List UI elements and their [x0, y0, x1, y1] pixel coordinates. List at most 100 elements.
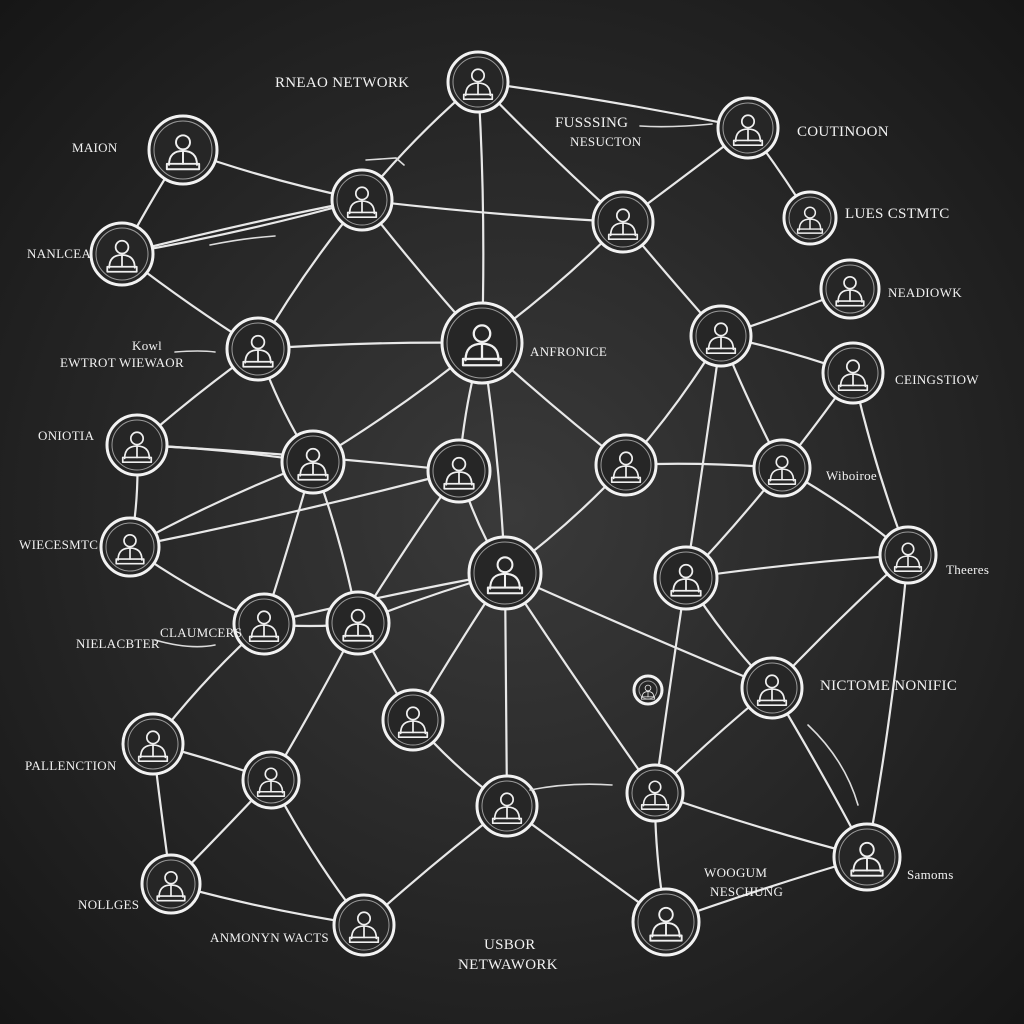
- node-inner-ring: [597, 196, 649, 248]
- node-inner-ring: [788, 196, 832, 240]
- node-inner-ring: [146, 859, 196, 909]
- person-node: [241, 750, 301, 810]
- label-nictome-nonific: NICTOME NONIFIC: [820, 678, 957, 694]
- node-ring: [632, 674, 664, 706]
- label-coutinoon: COUTINOON: [797, 124, 889, 140]
- node-inner-ring: [446, 307, 518, 379]
- label-netwawork: NETWAWORK: [458, 957, 558, 973]
- person-node: [332, 893, 396, 957]
- label-neschung: NESCHUNG: [710, 884, 783, 899]
- person-node: [325, 590, 391, 656]
- person-node: [330, 168, 394, 232]
- person-node: [426, 438, 492, 504]
- node-inner-ring: [452, 56, 504, 108]
- label-samoms: Samoms: [907, 867, 954, 882]
- person-node: [475, 774, 539, 838]
- person-node: [467, 535, 543, 611]
- node-inner-ring: [722, 102, 774, 154]
- node-inner-ring: [231, 322, 285, 376]
- leader-lines: [154, 123, 859, 806]
- node-inner-ring: [387, 694, 439, 746]
- person-node: [653, 545, 719, 611]
- node-inner-ring: [338, 899, 390, 951]
- person-node: [280, 429, 346, 495]
- label-nanlcea: NANLCEA: [27, 246, 92, 261]
- node-inner-ring: [127, 718, 179, 770]
- person-node: [716, 96, 780, 160]
- person-node: [631, 887, 701, 957]
- person-node: [147, 114, 219, 186]
- network-edge: [476, 80, 750, 130]
- network-edge: [503, 571, 774, 690]
- label-claumcers: CLAUMCERS: [160, 625, 242, 640]
- node-inner-ring: [432, 444, 486, 498]
- node-layer: [89, 50, 938, 957]
- person-node: [232, 592, 296, 656]
- label-layer: RNEAO NETWORK FUSSSING NESUCTON COUTINOO…: [19, 75, 989, 973]
- person-node: [440, 301, 524, 385]
- node-inner-ring: [286, 435, 340, 489]
- label-oniotia: ONIOTIA: [38, 428, 95, 443]
- leader-usbor: [529, 783, 613, 791]
- node-inner-ring: [95, 227, 149, 281]
- node-inner-ring: [631, 769, 679, 817]
- person-node: [740, 656, 804, 720]
- label-anfronice: ANFRONICE: [530, 344, 607, 359]
- label-lues-cstmtc: LUES CSTMTC: [845, 206, 950, 222]
- node-inner-ring: [153, 120, 213, 180]
- label-neadiowk: NEADIOWK: [888, 285, 962, 300]
- person-node: [446, 50, 510, 114]
- person-node: [782, 190, 838, 246]
- leader-kowl: [174, 350, 216, 353]
- person-node: [689, 304, 753, 368]
- person-node: [878, 525, 938, 585]
- label-ewtrot: EWTROT WIEWAOR: [60, 355, 184, 370]
- person-node: [625, 763, 685, 823]
- label-pallenction: PALLENCTION: [25, 758, 117, 773]
- node-inner-ring: [827, 347, 879, 399]
- node-inner-ring: [111, 419, 163, 471]
- node-inner-ring: [758, 444, 806, 492]
- node-inner-ring: [473, 541, 537, 605]
- label-theeres: Theeres: [946, 562, 989, 577]
- person-node: [632, 674, 664, 706]
- person-node: [105, 413, 169, 477]
- person-node: [89, 221, 155, 287]
- label-wiboiroe: Wiboiroe: [826, 468, 877, 483]
- person-node: [225, 316, 291, 382]
- leader-claumcers: [154, 639, 216, 648]
- node-inner-ring: [884, 531, 932, 579]
- node-inner-ring: [481, 780, 533, 832]
- node-inner-ring: [238, 598, 290, 650]
- leader-nictome: [807, 724, 859, 806]
- network-edge: [360, 198, 625, 224]
- node-inner-ring: [746, 662, 798, 714]
- node-inner-ring: [838, 828, 896, 886]
- leader-fussing: [639, 123, 713, 128]
- label-nielacbter: NIELACBTER: [76, 636, 160, 651]
- person-node: [752, 438, 812, 498]
- node-inner-ring: [105, 522, 155, 572]
- label-nollges: NOLLGES: [78, 897, 139, 912]
- node-inner-ring: [331, 596, 385, 650]
- label-wiecesmtc: WIECESMTC: [19, 537, 98, 552]
- person-node: [832, 822, 902, 892]
- label-nesucton: NESUCTON: [570, 134, 642, 149]
- label-anmonyn-wacts: ANMONYN WACTS: [210, 930, 329, 945]
- label-ceingstiow: CEINGSTIOW: [895, 372, 979, 387]
- person-node: [594, 433, 658, 497]
- label-kowl: Kowl: [132, 338, 162, 353]
- person-node: [819, 258, 881, 320]
- person-node: [821, 341, 885, 405]
- leader-pointer-top: [365, 157, 405, 166]
- leader-nanlcea: [209, 235, 276, 246]
- network-edge: [684, 553, 910, 580]
- network-edge: [684, 334, 723, 580]
- person-node: [591, 190, 655, 254]
- node-inner-ring: [247, 756, 295, 804]
- node-inner-ring: [695, 310, 747, 362]
- node-inner-ring: [659, 551, 713, 605]
- node-inner-ring: [825, 264, 875, 314]
